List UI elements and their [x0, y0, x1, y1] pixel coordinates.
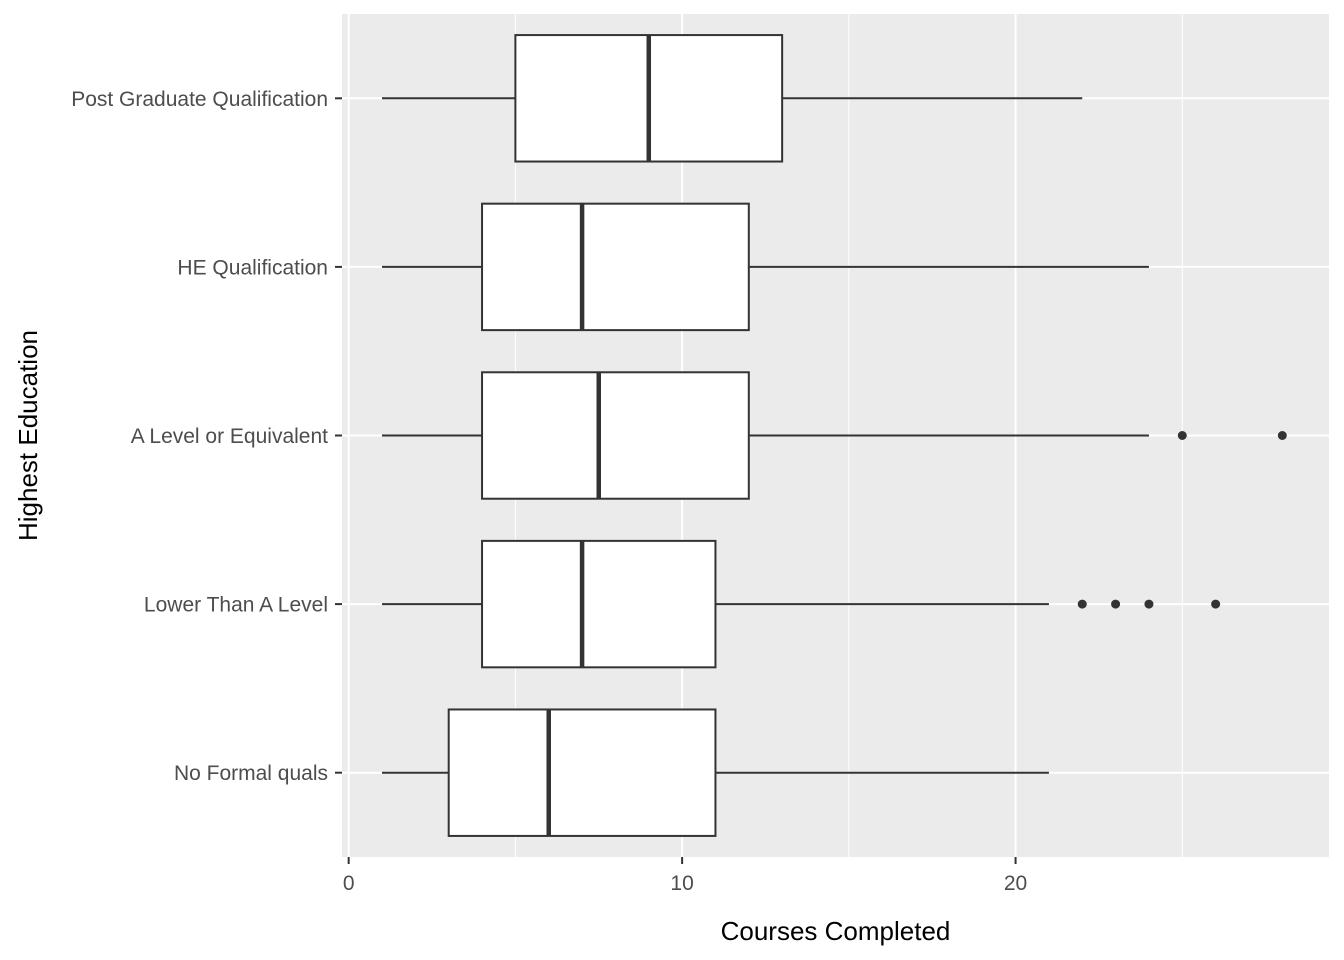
box-group [382, 202, 1149, 332]
outlier-point [1144, 599, 1154, 609]
outlier-point [1077, 599, 1087, 609]
box-iqr [447, 708, 717, 837]
y-tick-label: No Formal quals [174, 762, 328, 785]
outlier-point [1211, 599, 1221, 609]
x-tick-label: 20 [1004, 872, 1027, 895]
outlier-point [1277, 431, 1287, 440]
y-axis-title: Highest Education [13, 330, 43, 541]
y-tick-label: Lower Than A Level [144, 594, 328, 617]
y-axis: Post Graduate Qualification HE Qualificat… [71, 88, 342, 785]
outlier-point [1177, 431, 1187, 440]
y-tick-label: Post Graduate Qualification [71, 88, 328, 111]
x-tick-label: 0 [343, 872, 355, 895]
y-tick-label: HE Qualification [177, 256, 328, 279]
x-axis: 0 10 20 [343, 857, 1027, 895]
outlier-point [1111, 599, 1121, 609]
box-group [382, 34, 1083, 163]
box-iqr [481, 202, 750, 332]
box-series [382, 34, 1287, 837]
x-axis-title: Courses Completed [721, 916, 951, 946]
y-tick-label: A Level or Equivalent [131, 425, 328, 448]
box-group [382, 539, 1221, 669]
box-group [382, 708, 1049, 837]
x-tick-label: 10 [670, 872, 693, 895]
box-group [382, 371, 1287, 500]
box-iqr [481, 371, 750, 500]
box-iqr [481, 539, 717, 669]
